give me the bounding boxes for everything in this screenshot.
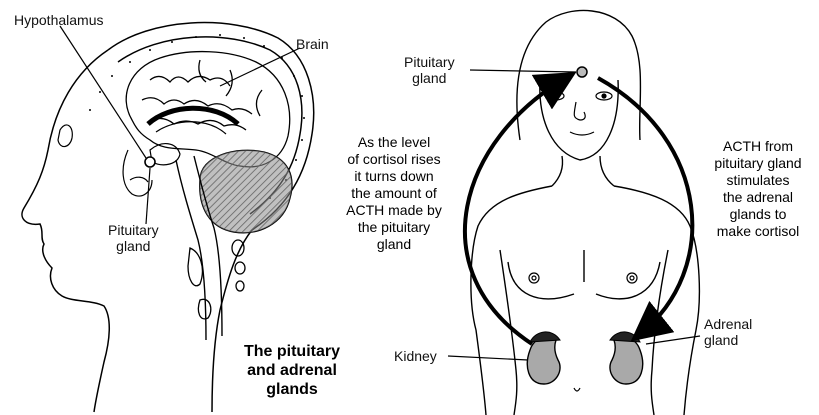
ventricle — [156, 122, 226, 134]
feedback-line-1: As the level — [330, 134, 458, 151]
neck-outline — [552, 156, 614, 186]
adrenal-label-line1: Adrenal — [704, 316, 752, 332]
feedback-line-3: it turns down — [330, 168, 458, 185]
stimulus-description: ACTH from pituitary gland stimulates the… — [700, 138, 816, 240]
hypothalamus-label: Hypothalamus — [14, 12, 104, 28]
adrenal-gland-right — [610, 332, 640, 342]
kidney-left — [527, 332, 560, 384]
adrenal-gland-left — [530, 332, 560, 342]
stimulus-line-4: the adrenal — [700, 189, 816, 206]
stimulus-arrow-right — [598, 78, 692, 334]
feedback-line-5: ACTH made by — [330, 202, 458, 219]
breast-left — [508, 262, 574, 299]
feedback-line-2: of cortisol rises — [330, 151, 458, 168]
pituitary-label-left-line2: gland — [108, 238, 159, 254]
pituitary-label-right: Pituitary gland — [404, 54, 455, 86]
feedback-line-6: the pituitary — [330, 219, 458, 236]
pituitary-label-left: Pituitary gland — [108, 222, 159, 254]
sinus-cavities — [58, 125, 152, 196]
stimulus-line-5: glands to — [700, 206, 816, 223]
feedback-arrow-left — [465, 78, 566, 344]
pituitary-label-right-line2: gland — [404, 70, 455, 86]
pituitary-label-left-line1: Pituitary — [108, 222, 159, 238]
brain-label: Brain — [296, 36, 329, 52]
kidney-label: Kidney — [394, 348, 437, 364]
pituitary-gland-left — [145, 157, 155, 167]
kidney-right — [610, 332, 643, 384]
stimulus-line-2: pituitary gland — [700, 155, 816, 172]
feedback-line-4: the amount of — [330, 185, 458, 202]
adrenal-gland-label: Adrenal gland — [704, 316, 752, 348]
stimulus-line-6: make cortisol — [700, 223, 816, 240]
face-profile-outline — [22, 50, 109, 412]
adrenal-label-line2: gland — [704, 332, 752, 348]
vertebrae — [188, 240, 245, 319]
cerebellum — [200, 150, 292, 232]
caption-line-1: The pituitary — [212, 342, 372, 361]
feedback-description: As the level of cortisol rises it turns … — [330, 134, 458, 253]
diagram-caption: The pituitary and adrenal glands — [212, 342, 372, 399]
caption-line-3: glands — [212, 380, 372, 399]
waist-right — [651, 250, 668, 415]
stimulus-line-1: ACTH from — [700, 138, 816, 155]
pituitary-gland-right — [577, 67, 587, 77]
pituitary-label-right-line1: Pituitary — [404, 54, 455, 70]
caption-line-2: and adrenal — [212, 361, 372, 380]
feedback-line-7: gland — [330, 236, 458, 253]
stimulus-line-3: stimulates — [700, 172, 816, 189]
